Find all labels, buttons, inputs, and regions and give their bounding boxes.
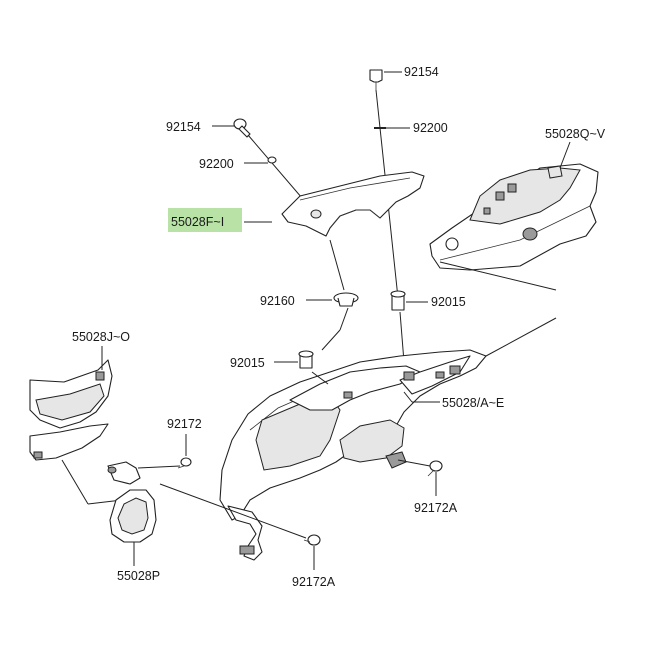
axis-line-bolt-left bbox=[137, 465, 181, 469]
axis-line-grommet bbox=[329, 239, 345, 291]
screw-92154-top[interactable] bbox=[369, 69, 383, 90]
label-92015-right: 92015 bbox=[431, 295, 466, 309]
label-92154-left: 92154 bbox=[166, 120, 201, 134]
bolt-92172[interactable] bbox=[177, 457, 192, 469]
label-55028Q-V: 55028Q~V bbox=[545, 127, 606, 141]
label-92200-top: 92200 bbox=[413, 121, 448, 135]
label-92200-left: 92200 bbox=[199, 157, 234, 171]
label-92172: 92172 bbox=[167, 417, 202, 431]
bracket-55028Q-V[interactable] bbox=[429, 163, 599, 271]
axis-line-jo-a bbox=[61, 459, 89, 505]
axis-line-grommet-down bbox=[339, 307, 349, 331]
label-55028-A-E: 55028/A~E bbox=[442, 396, 504, 410]
label-92172A-bottom: 92172A bbox=[292, 575, 336, 589]
bolt-92172A-bottom[interactable] bbox=[303, 534, 321, 546]
leader-fairing-body bbox=[403, 391, 413, 403]
leader-55028Q-V bbox=[559, 141, 571, 169]
axis-line-bracket-qv bbox=[439, 261, 557, 291]
selected-part-highlight bbox=[168, 208, 242, 232]
screw-92154-left[interactable] bbox=[233, 118, 251, 138]
axis-line-fairing-right bbox=[485, 317, 557, 357]
washer-92200-left[interactable] bbox=[267, 156, 277, 164]
housing-55028P[interactable] bbox=[107, 461, 157, 543]
bracket-55028J-O[interactable] bbox=[29, 359, 113, 461]
cover-55028F-I[interactable] bbox=[281, 171, 425, 237]
axis-line-nut-left bbox=[311, 371, 329, 385]
fairing-55028-A-E[interactable] bbox=[219, 349, 487, 561]
nut-92015-left[interactable] bbox=[298, 350, 314, 369]
axis-line-bolt-bottom bbox=[159, 483, 307, 539]
label-55028F-I: 55028F~I bbox=[171, 215, 224, 229]
label-55028J-O: 55028J~O bbox=[72, 330, 130, 344]
bolt-92172A-right[interactable] bbox=[427, 460, 443, 477]
label-92154-top: 92154 bbox=[404, 65, 439, 79]
label-92015-left: 92015 bbox=[230, 356, 265, 370]
axis-line-nut-right bbox=[399, 311, 405, 363]
axis-line-bolt-right bbox=[397, 459, 431, 467]
label-92172A-right: 92172A bbox=[414, 501, 458, 515]
label-55028P: 55028P bbox=[117, 569, 160, 583]
grommet-92160[interactable] bbox=[333, 292, 359, 307]
nut-92015-right[interactable] bbox=[390, 290, 406, 311]
axis-line-grommet-down2 bbox=[321, 329, 341, 351]
label-92160: 92160 bbox=[260, 294, 295, 308]
